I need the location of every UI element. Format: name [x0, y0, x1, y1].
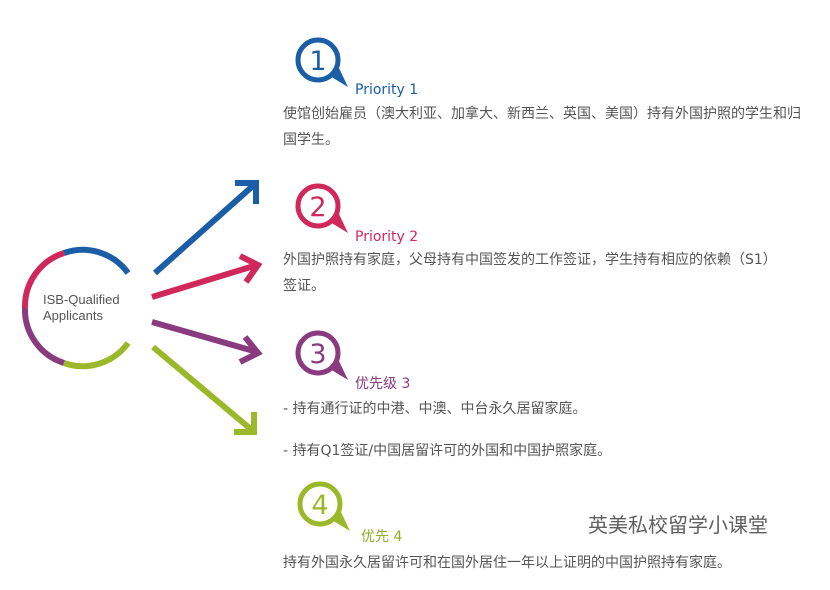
priority-1-text: 使馆创始雇员（澳大利亚、加拿大、新西兰、英国、美国）持有外国护照的学生和归国学生… [283, 106, 801, 148]
badge-ring [295, 330, 341, 376]
priority-3-text-2: - 持有Q1签证/中国居留许可的外国和中国护照家庭。 [283, 443, 612, 459]
priority-4-badge-icon: 4 [297, 481, 350, 531]
priority-3-badge-icon: 3 [295, 330, 348, 380]
arrow-priority-2 [151, 253, 263, 300]
center-label-line1: ISB-Qualified [43, 292, 120, 307]
arc-green [63, 341, 131, 370]
arrow-priority-3 [151, 319, 263, 365]
priority-2-text: 外国护照持有家庭，父母持有中国签发的工作签证，学生持有相应的依赖（S1）签证。 [283, 252, 777, 294]
center-label: ISB-Qualified Applicants [43, 292, 120, 324]
priority-2-badge-icon: 2 [295, 183, 348, 233]
priority-2-label: Priority 2 [355, 229, 419, 245]
arrow-priority-1 [153, 180, 259, 276]
arc-purple [21, 307, 65, 366]
priority-1-badge-icon: 1 [295, 37, 348, 87]
arrow-priority-4 [151, 344, 257, 435]
arc-blue [63, 246, 131, 275]
watermark: 英美私校留学小课堂 [588, 513, 768, 537]
badge-ring [295, 37, 341, 83]
badge-number: 3 [309, 339, 326, 370]
priority-1-label: Priority 1 [355, 82, 419, 98]
badge-number: 2 [309, 192, 326, 223]
center-label-line2: Applicants [43, 308, 103, 323]
badge-ring [297, 481, 343, 527]
priority-4-text: 持有外国永久居留许可和在国外居住一年以上证明的中国护照持有家庭。 [283, 555, 731, 571]
priority-3-text: - 持有通行证的中港、中澳、中台永久居留家庭。 [283, 401, 587, 417]
priority-4-label: 优先 4 [361, 529, 403, 545]
badge-number: 4 [311, 490, 328, 521]
badge-ring [295, 183, 341, 229]
arc-pink [21, 250, 65, 309]
priority-3-label: 优先级 3 [355, 376, 411, 392]
badge-number: 1 [309, 46, 326, 77]
